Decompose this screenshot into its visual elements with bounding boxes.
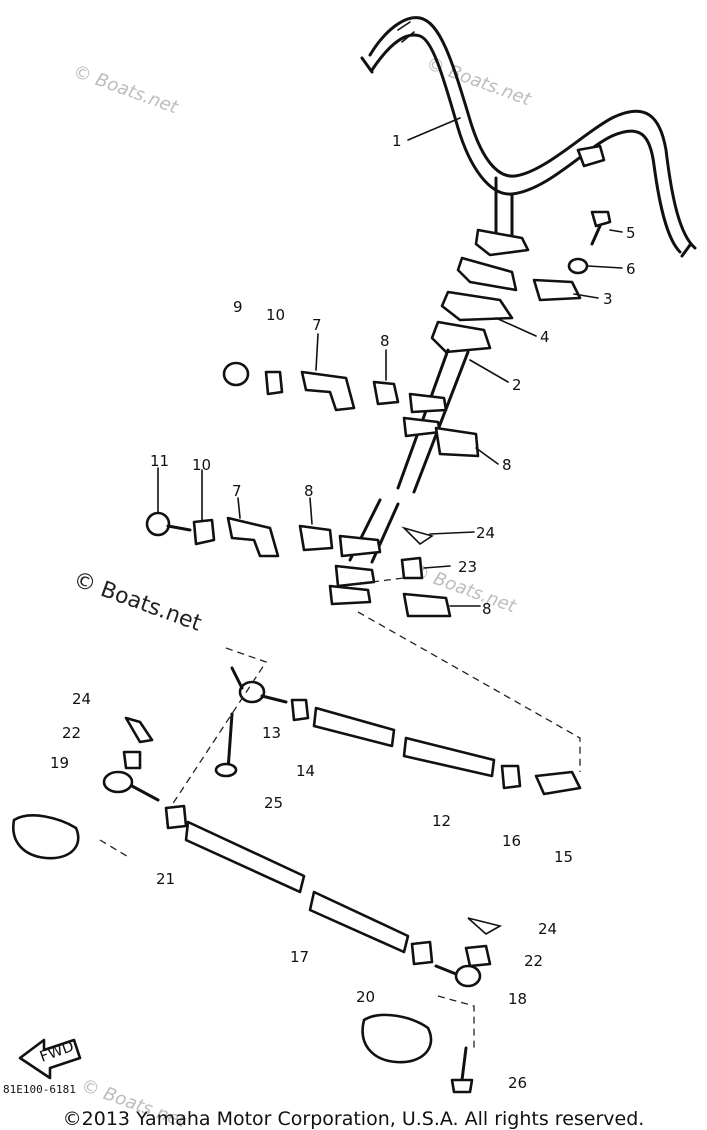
- watermark-top-right: © Boats.net: [423, 53, 534, 111]
- copyright-notice: ©2013 Yamaha Motor Corporation, U.S.A. A…: [62, 1108, 645, 1130]
- callout-11: 11: [150, 452, 169, 470]
- callout-10: 10: [266, 306, 285, 324]
- callout-20: 20: [356, 988, 375, 1006]
- callout-7: 7: [312, 316, 322, 334]
- callout-5: 5: [626, 224, 636, 242]
- callout-21: 21: [156, 870, 175, 888]
- upper-small-parts: [145, 210, 612, 618]
- forward-arrow: FWD: [18, 1037, 82, 1080]
- callout-22b: 22: [524, 952, 543, 970]
- callout-25: 25: [264, 794, 283, 812]
- callout-leaders: [157, 117, 623, 607]
- callout-15: 15: [554, 848, 573, 866]
- callout-12: 12: [432, 812, 451, 830]
- callout-22: 22: [62, 724, 81, 742]
- callout-4: 4: [540, 328, 550, 346]
- tie-rod-assembly: [12, 666, 582, 1094]
- handlebar-part: [360, 16, 697, 258]
- dashed-guide-lines: [99, 577, 581, 1048]
- callout-labels: 1 2 3 4 5 6 7 8 9 10 8 11 10 7 8 24 23 8…: [50, 132, 636, 1092]
- callout-9: 9: [233, 298, 243, 316]
- callout-23: 23: [458, 558, 477, 576]
- callout-14: 14: [296, 762, 315, 780]
- callout-8c: 8: [304, 482, 314, 500]
- callout-10b: 10: [192, 456, 211, 474]
- callout-3: 3: [603, 290, 613, 308]
- callout-24c: 24: [538, 920, 557, 938]
- callout-6: 6: [626, 260, 636, 278]
- callout-16: 16: [502, 832, 521, 850]
- callout-26: 26: [508, 1074, 527, 1092]
- callout-24b: 24: [72, 690, 91, 708]
- watermark-top-left: © Boats.net: [70, 61, 181, 119]
- callout-8: 8: [380, 332, 390, 350]
- watermark-center: © Boats.net: [70, 567, 205, 637]
- callout-1: 1: [392, 132, 402, 150]
- callout-2: 2: [512, 376, 522, 394]
- callout-7b: 7: [232, 482, 242, 500]
- callout-13: 13: [262, 724, 281, 742]
- diagram-code: 81E100-6181: [3, 1083, 76, 1096]
- callout-8d: 8: [482, 600, 492, 618]
- callout-19: 19: [50, 754, 69, 772]
- steering-column-part: [328, 256, 518, 606]
- callout-24: 24: [476, 524, 495, 542]
- callout-8b: 8: [502, 456, 512, 474]
- callout-18: 18: [508, 990, 527, 1008]
- callout-17: 17: [290, 948, 309, 966]
